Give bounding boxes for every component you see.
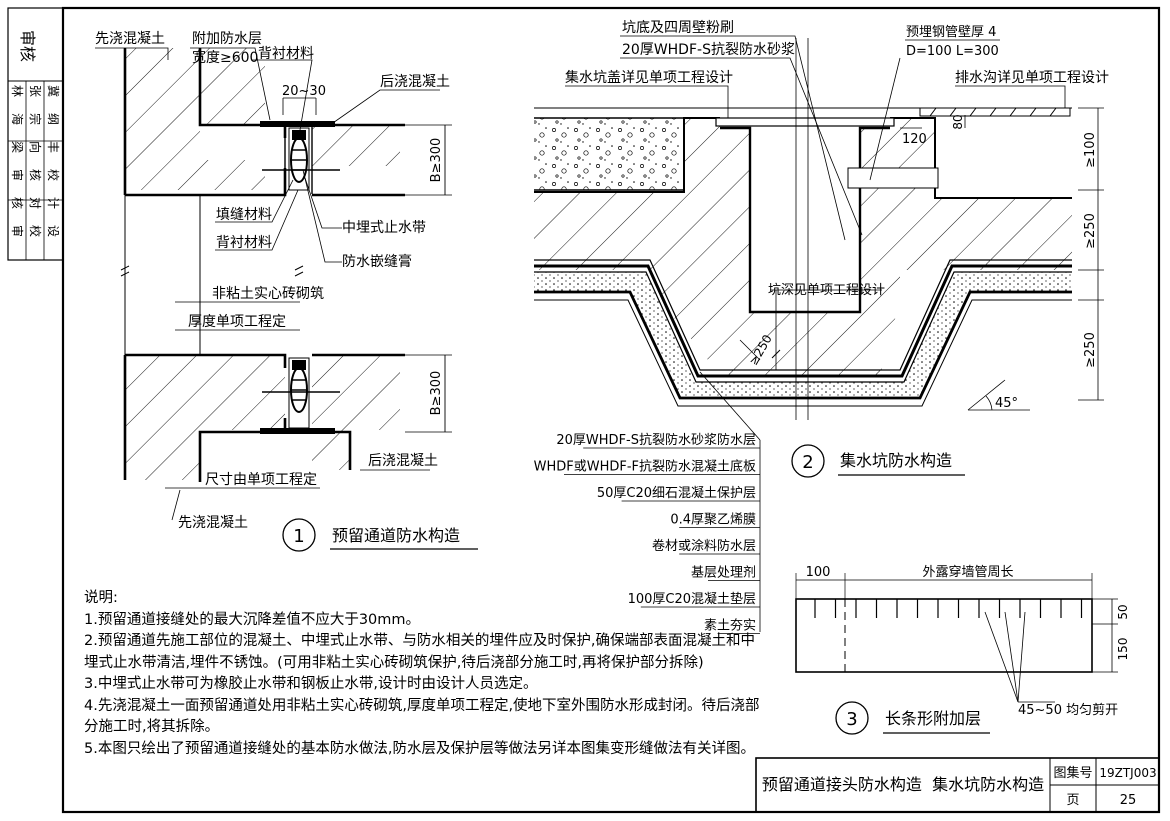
side-char: 核 <box>10 197 24 209</box>
layer-label: 50厚C20细石混凝土保护层 <box>597 485 756 501</box>
detail-1-drawing: 先浇混凝土 附加防水层 宽度≥600 背衬材料 后浇混凝土 20~30 B≥30… <box>95 31 478 552</box>
note-item: 1.预留通道接缝处的最大沉降差值不应大于30mm。 <box>84 611 421 628</box>
label-dim100: ≥100 <box>1083 132 1098 168</box>
side-approval-block: 审核 林张冀海宗纲梁向丰审核校核对计审校设 <box>7 7 64 261</box>
label-d3-dimlen: 外露穿墙管周长 <box>922 564 1013 580</box>
label-gap-dim: 20~30 <box>282 84 326 99</box>
side-char: 核 <box>28 169 42 181</box>
detail-3-number: 3 <box>846 709 857 730</box>
label-pit-cover: 集水坑盖详见单项工程设计 <box>565 69 733 86</box>
side-char: 计 <box>46 197 60 209</box>
side-char: 校 <box>46 169 61 181</box>
side-header: 审核 <box>18 30 37 62</box>
label-after-concrete-bottom: 后浇混凝土 <box>368 453 438 469</box>
notes-heading: 说明: <box>84 590 118 606</box>
label-d3-cut: 45~50 均匀剪开 <box>1018 702 1118 718</box>
drawing-title: 预留通道接头防水构造 集水坑防水构造 <box>762 775 1044 794</box>
detail-3-drawing: 100 外露穿墙管周长 50 150 45~50 均匀剪开 3 长条形附加层 <box>795 564 1130 735</box>
note-item: 2.预留通道先施工部位的混凝土、中埋式止水带、与防水相关的埋件应及时保护,确保端… <box>84 633 755 671</box>
label-first-concrete-top: 先浇混凝土 <box>95 31 165 47</box>
layer-list: 20厚WHDF-S抗裂防水砂浆防水层 WHDF或WHDF-F抗裂防水混凝土底板 50… <box>534 432 760 634</box>
side-char: 向 <box>28 141 43 153</box>
detail-2-drawing: 坑底及四周壁粉刷 20厚WHDF-S抗裂防水砂浆 集水坑盖详见单项工程设计 预埋… <box>534 20 1109 634</box>
note-item: 5.本图只绘出了预留通道接缝处的基本防水做法,防水层及保护层等做法另详本图集变形… <box>84 740 755 757</box>
layer-label: 20厚WHDF-S抗裂防水砂浆防水层 <box>556 432 756 448</box>
detail-2-title: 集水坑防水构造 <box>840 451 952 470</box>
waterstop-lower <box>290 360 308 413</box>
label-d3-dim100: 100 <box>806 565 831 580</box>
layer-label: 0.4厚聚乙烯膜 <box>670 513 756 528</box>
label-b-dim-bottom: B≥300 <box>429 371 444 416</box>
side-char: 宗 <box>28 113 43 125</box>
label-pit-mortar: 20厚WHDF-S抗裂防水砂浆 <box>622 42 795 58</box>
layer-label: 素土夯实 <box>704 619 756 634</box>
side-rows: 林张冀海宗纲梁向丰审核校核对计审校设 <box>10 85 61 237</box>
side-char: 梁 <box>10 141 25 153</box>
label-filler: 填缝材料 <box>216 207 272 223</box>
label-add-layer: 附加防水层 <box>192 31 262 47</box>
atlas-label: 图集号 <box>1053 765 1092 781</box>
label-sealant: 防水嵌缝膏 <box>342 253 412 270</box>
side-char: 张 <box>28 85 42 97</box>
label-brick-wall-1: 非粘土实心砖砌筑 <box>212 286 324 302</box>
layer-label: 卷材或涂料防水层 <box>652 538 756 554</box>
side-char: 审 <box>10 225 25 237</box>
side-char: 纲 <box>46 113 60 125</box>
label-pipe: 预埋钢管壁厚 4 <box>906 25 996 40</box>
notes-block: 说明: 1.预留通道接缝处的最大沉降差值不应大于30mm。 2.预留通道先施工部位… <box>84 588 764 760</box>
side-char: 对 <box>28 197 42 209</box>
detail-2-number: 2 <box>802 452 813 473</box>
label-size-note: 尺寸由单项工程定 <box>205 472 317 488</box>
label-add-layer-width: 宽度≥600 <box>192 49 258 66</box>
label-dim80: 80 <box>951 114 965 129</box>
label-d3-dim150: 150 <box>1116 638 1130 661</box>
label-dim250a: ≥250 <box>1083 213 1098 249</box>
side-char: 海 <box>10 113 25 125</box>
detail-1-title: 预留通道防水构造 <box>332 526 460 545</box>
label-dim120: 120 <box>902 132 927 147</box>
side-char: 审 <box>10 169 25 181</box>
side-char: 设 <box>46 225 60 237</box>
label-drain: 排水沟详见单项工程设计 <box>955 70 1109 86</box>
label-waterstop: 中埋式止水带 <box>342 220 426 236</box>
drain-grating <box>919 107 1071 117</box>
label-first-concrete-bottom: 先浇混凝土 <box>178 515 248 531</box>
label-after-concrete-top: 后浇混凝土 <box>380 74 450 90</box>
label-pit-paint: 坑底及四周壁粉刷 <box>622 20 734 36</box>
label-brick-wall-2: 厚度单项工程定 <box>188 314 286 330</box>
side-char: 冀 <box>46 85 60 97</box>
page-no: 25 <box>1120 793 1137 808</box>
label-backing-mid: 背衬材料 <box>216 235 272 251</box>
title-block: 预留通道接头防水构造 集水坑防水构造 图集号 19ZTJ003 页 25 <box>755 757 1160 813</box>
label-d3-dim50: 50 <box>1116 604 1130 619</box>
label-angle: 45° <box>995 396 1018 411</box>
note-item: 3.中埋式止水带可为橡胶止水带和钢板止水带,设计时由设计人员选定。 <box>84 676 538 692</box>
notes-items: 1.预留通道接缝处的最大沉降差值不应大于30mm。 2.预留通道先施工部位的混凝土… <box>84 610 764 761</box>
layer-label: 基层处理剂 <box>691 566 756 581</box>
side-char: 丰 <box>46 141 60 153</box>
atlas-no: 19ZTJ003 <box>1099 766 1156 780</box>
layer-label: WHDF或WHDF-F抗裂防水混凝土底板 <box>534 459 756 475</box>
sheet-border <box>61 6 1161 814</box>
label-pipe-size: D=100 L=300 <box>906 44 999 59</box>
label-backing-top: 背衬材料 <box>258 46 314 62</box>
detail-3-title: 长条形附加层 <box>885 709 981 728</box>
detail-1-number: 1 <box>293 526 304 547</box>
side-char: 校 <box>28 225 43 237</box>
note-item: 4.先浇混凝土一面预留通道处用非粘土实心砖砌筑,厚度单项工程定,使地下室外围防水… <box>84 697 760 736</box>
side-char: 林 <box>10 85 24 97</box>
label-b-dim-top: B≥300 <box>429 138 444 183</box>
layer-label: 100厚C20混凝土垫层 <box>628 591 756 607</box>
label-pit-depth: 坑深见单项工程设计 <box>768 283 885 298</box>
page-label: 页 <box>1066 793 1079 808</box>
label-dim250b: ≥250 <box>1083 332 1098 368</box>
